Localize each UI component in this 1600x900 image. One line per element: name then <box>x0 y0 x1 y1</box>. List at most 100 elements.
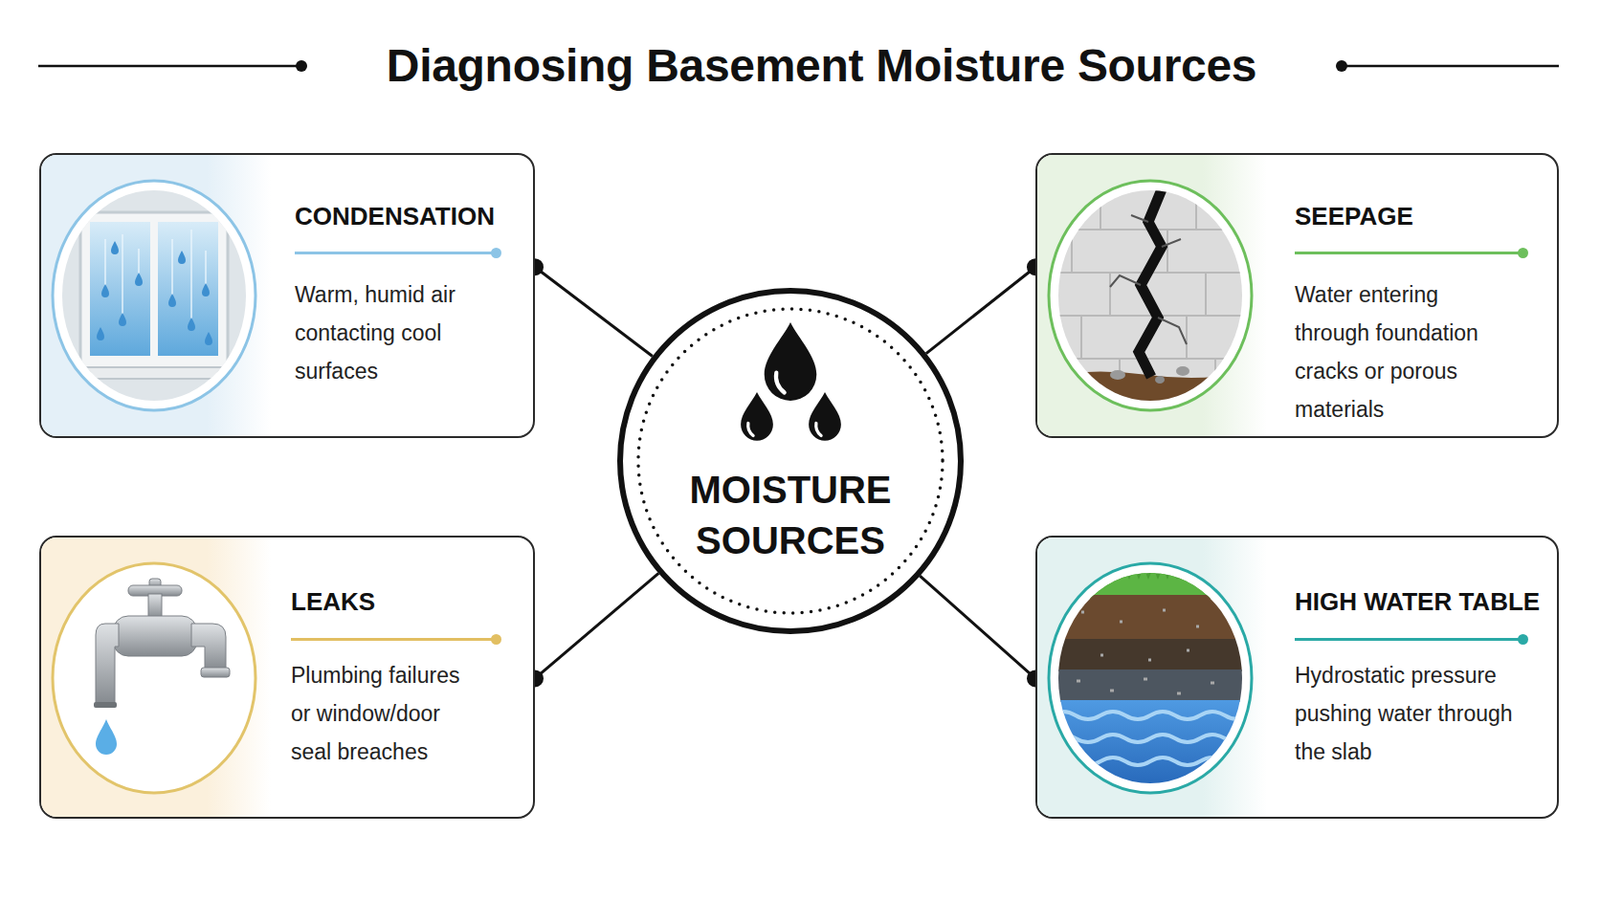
heading-underline <box>1294 251 1523 255</box>
card-heading: HIGH WATER TABLE <box>1294 586 1540 618</box>
topsoil <box>1052 595 1249 640</box>
icon-ring <box>1048 563 1252 794</box>
title-rule-dot <box>295 60 308 72</box>
droplet <box>118 312 127 327</box>
droplet <box>177 250 186 265</box>
drop-highlight <box>776 373 785 394</box>
hub-dotted-ring <box>638 309 943 614</box>
pebble <box>1176 366 1190 377</box>
card-body: Plumbing failures or window/door seal br… <box>290 656 478 772</box>
icon-panel <box>1037 155 1267 437</box>
card-body-column: Plumbing failures or window/door seal br… <box>290 656 478 772</box>
heading-underline <box>1294 638 1523 642</box>
title-rule <box>1344 65 1559 68</box>
droplet <box>204 332 213 346</box>
gravel-layer <box>1052 669 1249 703</box>
icon-panel <box>41 155 271 437</box>
connector-line <box>534 573 659 679</box>
underline-dot <box>1517 634 1529 645</box>
hub-border <box>620 290 961 632</box>
card-heading: CONDENSATION <box>294 200 495 232</box>
icon-panel <box>1037 537 1267 818</box>
drop <box>740 392 774 442</box>
icon-panel <box>41 537 271 818</box>
card-body-column: Warm, humid air contacting cool surfaces <box>294 275 482 391</box>
crack <box>1138 189 1162 378</box>
grass <box>1052 572 1249 600</box>
faucet-pipe <box>191 623 226 670</box>
water-drop <box>95 719 117 756</box>
title-rule <box>38 65 299 68</box>
soil-scene <box>1050 567 1254 792</box>
groundwater <box>1052 700 1249 792</box>
droplet <box>111 241 119 255</box>
drop-highlight <box>748 423 754 437</box>
hairline-cracks <box>1110 215 1187 345</box>
droplet <box>134 272 143 287</box>
source-card: HIGH WATER TABLE Hydrostatic pressure pus… <box>1035 535 1559 820</box>
block-wall <box>1052 186 1249 407</box>
hub-text-column: MOISTURE SOURCES <box>675 465 906 567</box>
drop <box>764 322 818 401</box>
card-body: Water entering through foundation cracks… <box>1294 275 1513 429</box>
connector-line <box>534 266 653 356</box>
faucet-flange <box>200 667 230 678</box>
faucet <box>93 578 230 756</box>
icon-ring <box>52 180 256 411</box>
card-body: Warm, humid air contacting cool surfaces <box>294 275 482 391</box>
faucet-stem <box>148 594 162 620</box>
soil <box>1052 372 1249 408</box>
gravel-specks <box>1076 610 1215 694</box>
droplet <box>168 293 177 308</box>
soil-layers-illustration <box>1048 563 1254 794</box>
source-card: LEAKS Plumbing failures or window/door se… <box>39 535 535 820</box>
faucet-body <box>112 616 198 657</box>
drop-highlight <box>816 423 822 437</box>
underline-dot <box>490 634 502 645</box>
icon-ring <box>1048 180 1252 411</box>
card-body-column: Hydrostatic pressure pushing water throu… <box>1294 656 1513 772</box>
hub-outline <box>617 288 964 635</box>
connector-line <box>919 576 1036 679</box>
heading-underline <box>294 251 496 255</box>
connector-line <box>926 266 1036 354</box>
wall <box>57 181 259 412</box>
card-heading: LEAKS <box>290 586 376 618</box>
drop <box>808 392 842 442</box>
underline-dot <box>1517 247 1529 259</box>
card-body: Hydrostatic pressure pushing water throu… <box>1294 656 1513 772</box>
droplet <box>96 327 105 341</box>
subsoil <box>1052 639 1249 672</box>
cracked-wall-illustration <box>1048 180 1252 411</box>
grass-blades <box>1052 567 1254 600</box>
droplet <box>201 283 210 297</box>
block-joints <box>1052 186 1249 402</box>
pebble <box>1155 376 1165 384</box>
source-card: SEEPAGE Water entering through foundation… <box>1035 153 1559 439</box>
faucet-knob <box>149 578 161 589</box>
faucet-handle <box>128 585 182 597</box>
pebble <box>1110 370 1126 380</box>
window-illustration <box>52 180 259 412</box>
faucet-spout <box>95 623 119 705</box>
condensation-streaks <box>105 229 206 321</box>
wall-scene <box>1052 186 1249 407</box>
spout-opening <box>93 702 117 709</box>
underline-dot <box>490 247 502 259</box>
drops-icon <box>740 322 842 442</box>
water-waves <box>1050 711 1250 766</box>
icon-ring <box>52 563 256 794</box>
window-frame <box>80 212 228 372</box>
heading-underline <box>290 638 496 642</box>
window-sill <box>72 367 236 379</box>
card-heading: SEEPAGE <box>1294 200 1414 232</box>
window-pane <box>157 222 219 356</box>
droplet <box>187 317 196 332</box>
faucet-illustration <box>52 563 256 794</box>
title-area: Diagnosing Basement Moisture Sources <box>301 34 1342 102</box>
hub-label: MOISTURE SOURCES <box>675 465 906 567</box>
hub-circle: MOISTURE SOURCES <box>617 288 964 635</box>
window-pane <box>89 222 151 356</box>
